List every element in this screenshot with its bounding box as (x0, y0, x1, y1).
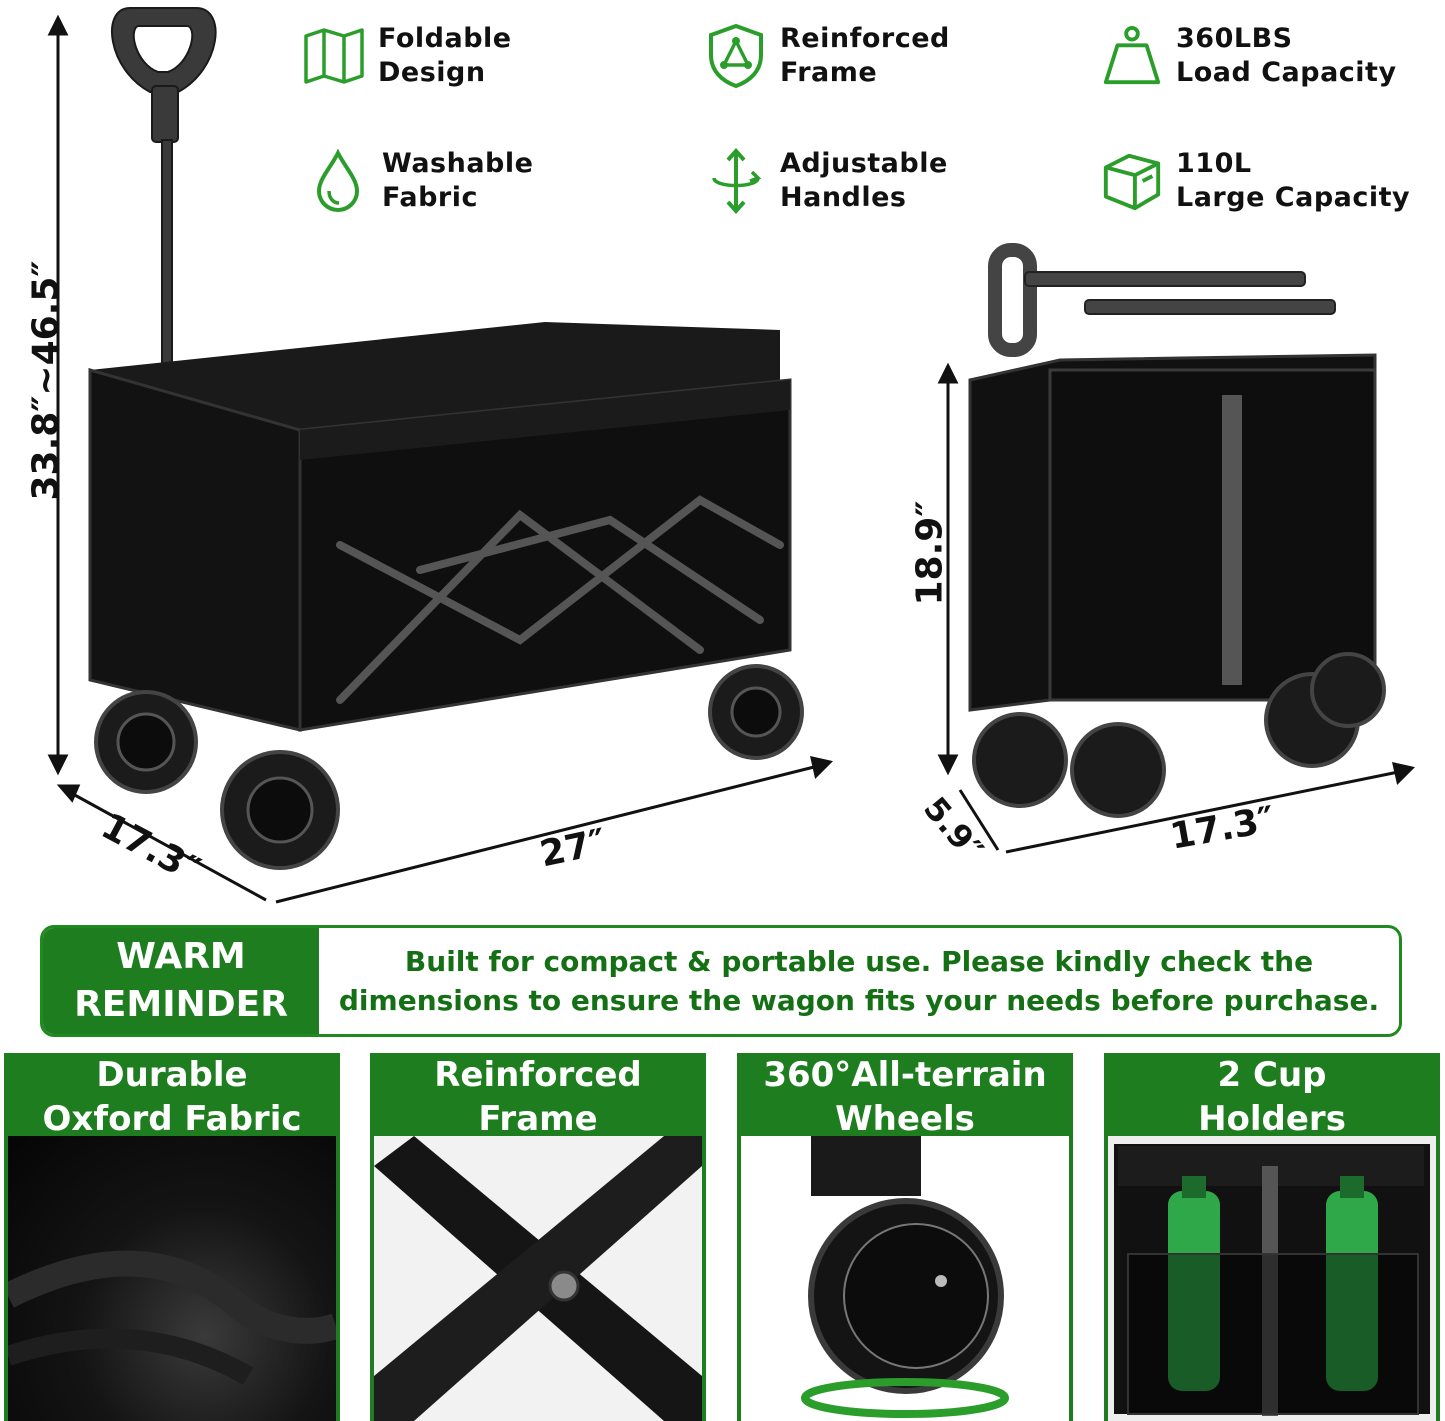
folded-height-label: 18.9″ (909, 500, 951, 606)
frame-closeup-image (374, 1136, 702, 1421)
warm-reminder-message: Built for compact & portable use. Please… (319, 928, 1399, 1034)
feature-line2: Design (378, 57, 486, 88)
feature-line2: Load Capacity (1176, 57, 1397, 88)
weight-icon (1100, 24, 1164, 88)
feature-line1: Washable (382, 148, 534, 179)
panel-title-line1: Reinforced (434, 1055, 642, 1095)
fabric-closeup-image (8, 1136, 336, 1421)
cup-holders-image (1108, 1136, 1436, 1421)
feature-line1: Adjustable (780, 148, 948, 179)
shield-icon (704, 23, 768, 89)
panel-title-line2: Oxford Fabric (42, 1099, 302, 1139)
feature-line1: 110L (1176, 148, 1252, 179)
wheel-closeup-image (741, 1136, 1069, 1421)
height-range-label: 33.8″~46.5″ (25, 260, 67, 501)
warm-reminder-banner: WARM REMINDER Built for compact & portab… (40, 925, 1402, 1037)
feature-line1: Foldable (378, 23, 512, 54)
panel-title-line2: Frame (478, 1099, 598, 1139)
unfolded-wagon-image (47, 7, 833, 904)
box-icon (1100, 149, 1164, 213)
feature-line2: Frame (780, 57, 878, 88)
panel-title-line1: Durable (96, 1055, 248, 1095)
folded-wagon-image (937, 243, 1415, 854)
feature-line2: Fabric (382, 182, 478, 213)
reminder-msg-line1: Built for compact & portable use. Please… (404, 945, 1314, 978)
feature-line2: Large Capacity (1176, 182, 1411, 213)
reminder-tag-line1: WARM (116, 936, 246, 977)
water-drop-icon (306, 149, 370, 213)
reminder-tag-line2: REMINDER (74, 984, 288, 1025)
panel-title-line1: 2 Cup (1217, 1055, 1327, 1095)
panel-title-line2: Wheels (835, 1099, 975, 1139)
feature-line2: Handles (780, 182, 907, 213)
feature-line1: Reinforced (780, 23, 950, 54)
adjust-arrows-icon (704, 148, 768, 214)
reminder-msg-line2: dimensions to ensure the wagon fits your… (338, 984, 1380, 1017)
feature-line1: 360LBS (1176, 23, 1293, 54)
panel-title-line1: 360°All-terrain (763, 1055, 1047, 1095)
panel-title-line2: Holders (1198, 1099, 1346, 1139)
map-fold-icon (302, 24, 366, 88)
warm-reminder-tag: WARM REMINDER (43, 928, 319, 1034)
